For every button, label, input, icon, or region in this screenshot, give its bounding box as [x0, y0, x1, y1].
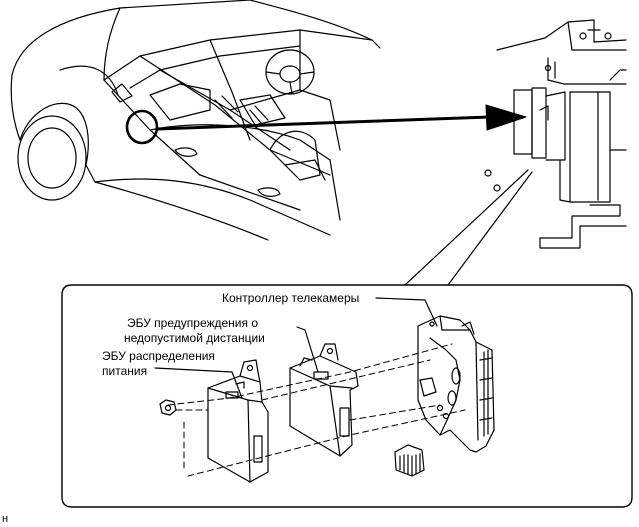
front-wheel: [17, 115, 87, 201]
callout-lines: [404, 169, 533, 286]
leader-power-distribution-ecu: [154, 367, 243, 399]
detail-view: [484, 19, 627, 249]
car-illustration: [10, 0, 381, 241]
side-mirror: [111, 83, 133, 103]
steering-wheel: [265, 49, 315, 95]
power-distribution-ecu: [207, 359, 269, 483]
location-circle: [125, 109, 159, 145]
exploded-view-frame: [61, 284, 633, 508]
connector-plug: [394, 444, 425, 477]
label-power-distribution-ecu-line2: питания: [102, 364, 148, 378]
label-power-distribution-ecu-line1: ЭБУ распределения: [102, 349, 215, 363]
label-collision-warning-ecu-line1: ЭБУ предупреждения о: [127, 316, 259, 330]
label-collision-warning-ecu-line2: недопустимой дистанции: [124, 331, 265, 345]
leader-camera-controller: [375, 297, 438, 327]
pointer-arrow-head: [485, 104, 527, 131]
figure-reference: н: [2, 513, 9, 525]
collision-warning-ecu: [289, 343, 359, 457]
pointer-arrow-shaft: [155, 115, 492, 131]
label-camera-controller: Контроллер телекамеры: [222, 291, 360, 305]
camera-controller: [417, 315, 495, 453]
clip-nut: [159, 399, 177, 416]
door-handle: [174, 147, 198, 157]
